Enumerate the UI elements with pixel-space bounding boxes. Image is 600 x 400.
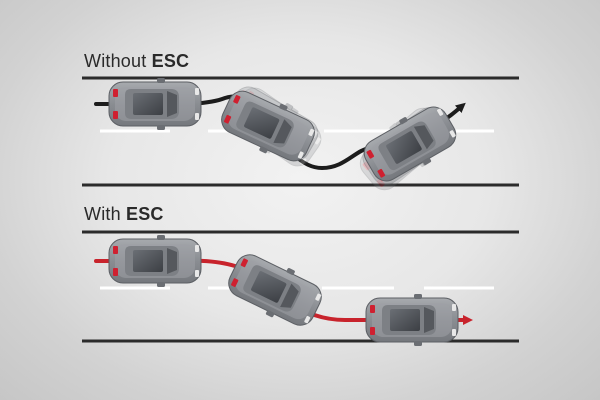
title-highlight: ESC: [151, 51, 190, 71]
car-start-with: [108, 234, 202, 288]
panel-without-esc: [82, 76, 519, 199]
panel-with-esc: [82, 230, 519, 347]
title-highlight: ESC: [126, 204, 164, 224]
car-correcting-with: [221, 245, 329, 335]
title-prefix: Without: [84, 51, 147, 71]
with-esc-title: With ESC: [84, 204, 164, 225]
car-stable-with: [365, 293, 459, 347]
title-prefix: With: [84, 204, 121, 224]
car-start-without: [108, 77, 202, 131]
without-esc-title: Without ESC: [84, 51, 189, 72]
